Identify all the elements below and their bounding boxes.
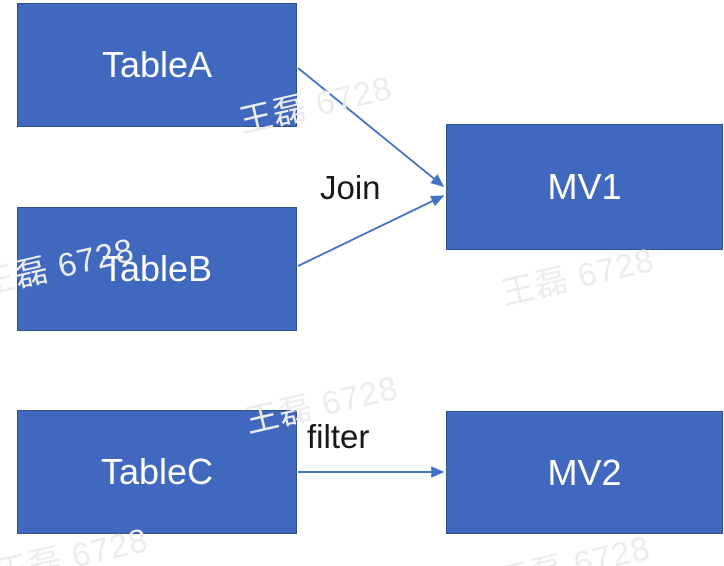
node-tableB[interactable]: TableB bbox=[17, 207, 297, 331]
node-mv1[interactable]: MV1 bbox=[446, 124, 723, 250]
edge-tableA-mv1 bbox=[297, 67, 445, 187]
edge-label-join: Join bbox=[320, 169, 381, 206]
node-label-tableC: TableC bbox=[100, 451, 214, 492]
node-tableC[interactable]: TableC bbox=[17, 410, 297, 534]
node-tableA[interactable]: TableA bbox=[17, 3, 297, 127]
edge-label-filter: filter bbox=[307, 418, 370, 455]
node-label-tableB: TableB bbox=[101, 248, 213, 289]
node-label-mv1: MV1 bbox=[547, 166, 622, 207]
node-mv2[interactable]: MV2 bbox=[446, 411, 723, 534]
edge-tableB-mv1 bbox=[297, 195, 445, 267]
node-label-tableA: TableA bbox=[101, 44, 213, 85]
node-label-mv2: MV2 bbox=[547, 451, 622, 493]
